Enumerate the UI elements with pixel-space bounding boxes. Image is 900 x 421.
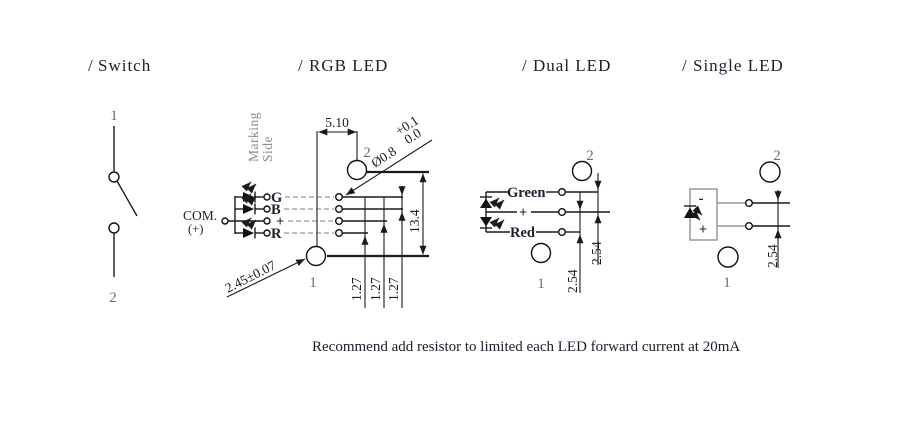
switch-pin2-label: 2 [109,290,117,306]
com-label: COM. [183,208,217,223]
com-terminal-pad [221,217,229,225]
rgb-pin1-hole [305,245,327,267]
dual-dim-2-54-a: 2.54 [589,241,604,265]
section-rgb-led: / RGB LED Marking Side COM. (+) [183,56,433,308]
single-pin2-label: 2 [773,148,781,164]
single-dim-2-54: 2.54 [765,244,780,268]
rgb-title-slash: / [298,56,304,75]
switch-contact-bottom [108,222,120,234]
switch-pin1-label: 1 [110,108,118,124]
green-led-triangle [480,198,492,208]
dual-pad-red [558,227,567,236]
dim-1-27-b: 1.27 [368,277,383,301]
single-label-minus: - [699,191,704,207]
single-pin1-hole [717,246,739,268]
rgb-label-g: G [271,190,282,206]
dual-title-slash: / [522,56,528,75]
dual-title: Dual LED [533,56,611,75]
led-emission-arrows [245,182,256,190]
pcb-pad-b [335,204,344,213]
dual-pin1-label: 1 [537,276,545,292]
switch-title: Switch [98,56,151,75]
hole-dia-tolerance: +0.1 0.0 [392,113,424,147]
dual-pad-plus [558,207,567,216]
dim-1-27-c: 1.27 [386,277,401,301]
red-cathode-pad [263,229,271,237]
dual-pin1-hole [530,242,552,264]
marking-line2: Side [260,136,275,162]
dual-dim-2-54-b: 2.54 [565,269,580,293]
section-single-led: / Single LED - + 2 1 2.54 [682,56,790,291]
pin-dia-leader [226,258,306,298]
hole-dia-leader [345,139,433,196]
single-pin2-hole [759,161,781,183]
switch-contact-top [108,171,120,183]
switch-pole-lever [116,180,138,217]
marking-side-note: Marking Side [246,112,275,162]
single-pad-minus [745,198,754,207]
rgb-led-blue-symbol [235,194,271,215]
dim-1-27-a: 1.27 [349,277,364,301]
rgb-label-b: B [271,202,281,218]
rgb-led-red-symbol [235,218,271,239]
single-pad-plus [745,221,754,230]
rgb-label-r: R [271,226,282,242]
dual-pad-green [558,187,567,196]
rgb-label-plus: + [276,214,284,230]
single-led-symbol [684,205,702,220]
red-led-triangle [480,217,492,227]
rgb-pin2-label: 2 [363,145,371,161]
dual-led-symbol [480,191,517,233]
dim-hole-dia: Ø0.8 [368,143,399,170]
switch-title-slash: / [88,56,94,75]
pcb-pad-g [335,192,344,201]
dual-pin2-hole [571,160,593,182]
pcb-pad-plus [335,216,344,225]
pcb-pad-r [335,228,344,237]
green-cathode-pad [263,193,271,201]
blue-cathode-pad [263,205,271,213]
com-polarity-label: (+) [188,222,203,236]
dim-13-4: 13.4 [407,209,422,233]
led-emission-arrows [493,218,504,226]
led-emission-arrows [694,209,702,220]
single-pin1-label: 1 [723,275,731,291]
single-title: Single LED [693,56,784,75]
dim-5-10: 5.10 [325,115,349,130]
section-switch: / Switch 1 2 [88,56,151,306]
section-dual-led: / Dual LED Green + Red 2 1 [480,56,611,293]
rgb-pin2-hole [346,159,368,181]
single-label-plus: + [699,222,707,238]
rgb-pin1-label: 1 [309,275,317,291]
dual-label-red: Red [510,225,535,241]
single-title-slash: / [682,56,688,75]
dual-label-green: Green [507,185,545,201]
marking-line1: Marking [246,112,261,162]
dual-label-plus: + [519,205,527,221]
resistor-recommendation-note: Recommend add resistor to limited each L… [312,339,740,355]
rgb-title: RGB LED [309,56,388,75]
plus-node-pad [263,217,271,225]
led-emission-arrows [493,198,504,206]
dual-pin2-label: 2 [586,148,594,164]
led-emission-arrows [245,218,256,226]
